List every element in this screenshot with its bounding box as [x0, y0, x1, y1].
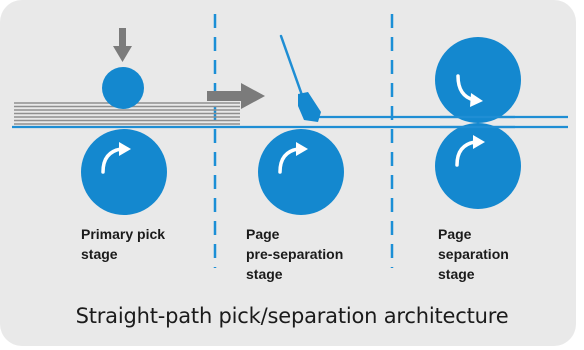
right-arrow-icon — [207, 83, 265, 109]
stage-label-line: stage — [246, 266, 283, 282]
stage-label-line: Primary pick — [81, 226, 166, 242]
primary-feed-roller — [81, 129, 167, 215]
rotation-arrow-head — [296, 142, 308, 156]
stage-label-primary-pick: Primary pick stage — [81, 224, 165, 264]
stage-label-separation: Page separation stage — [438, 224, 509, 284]
rotation-arrow-icon — [278, 147, 300, 174]
stage-label-line: stage — [438, 266, 475, 282]
down-arrow-icon — [113, 28, 132, 62]
pick-roller-small — [102, 67, 144, 109]
diagram-caption: Straight-path pick/separation architectu… — [75, 304, 509, 328]
pre-separation-roller — [258, 129, 344, 215]
stage-label-line: Page — [246, 226, 280, 242]
separation-roller-lower — [435, 123, 521, 209]
rotation-arrow-head — [470, 93, 483, 107]
rotation-arrow-head — [473, 135, 485, 149]
stage-label-line: stage — [81, 246, 118, 262]
paper-stack — [14, 102, 240, 125]
rotation-arrow-head — [119, 142, 131, 156]
rotation-arrow-icon — [455, 140, 477, 167]
stage-label-line: separation — [438, 246, 509, 262]
stage-label-line: Page — [438, 226, 472, 242]
stage-label-pre-separation: Page pre-separation stage — [246, 224, 343, 284]
rotation-arrow-icon — [101, 147, 123, 174]
separation-roller-upper — [435, 37, 521, 123]
pre-separation-arm — [279, 34, 321, 122]
stage-label-line: pre-separation — [246, 246, 344, 262]
